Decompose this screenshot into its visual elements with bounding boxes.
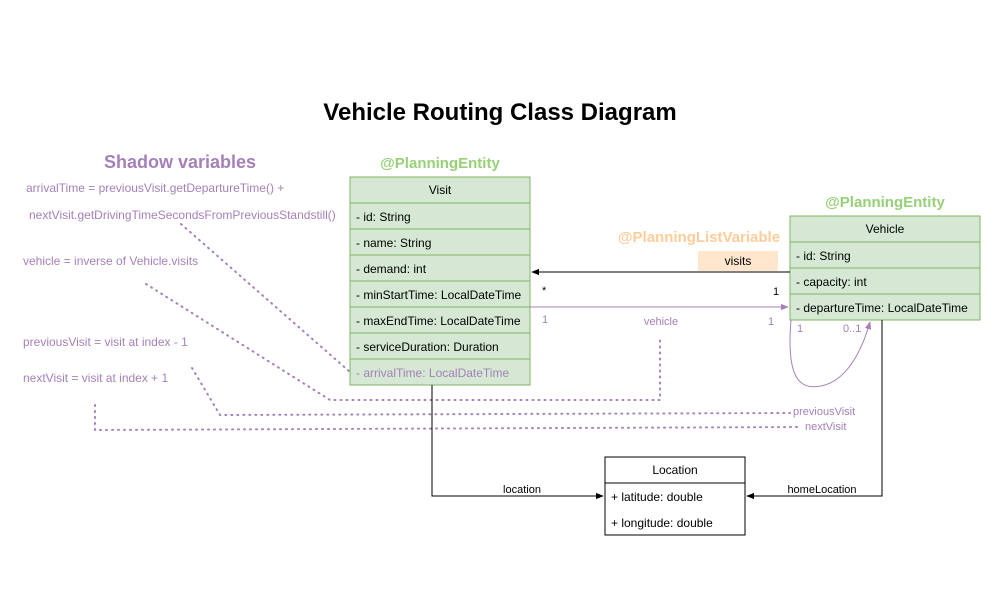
self-relation-arrow [789,319,872,388]
shadow-variables-panel: Shadow variables arrivalTime = previousV… [23,152,336,385]
visit-class: @PlanningEntity Visit - id: String - nam… [349,155,531,386]
visit-attr-id: - id: String [356,210,411,224]
diagram-title: Vehicle Routing Class Diagram [323,99,676,126]
visit-attr-name: - name: String [356,236,431,250]
vehicle-label: vehicle [644,316,678,328]
previous-visit-connector [191,367,791,417]
vehicle-class: @PlanningEntity Vehicle - id: String - c… [789,194,981,321]
home-location-label: homeLocation [787,484,856,496]
vehicle-attr-capacity: - capacity: int [796,275,867,289]
shadow-line-vehicle: vehicle = inverse of Vehicle.visits [23,254,198,268]
next-visit-connector [94,404,801,432]
shadow-line-arrival-time-2: nextVisit.getDrivingTimeSecondsFromPrevi… [29,208,336,222]
visit-stereotype: @PlanningEntity [380,155,500,172]
visit-class-name: Visit [429,183,452,197]
visits-label-box [698,251,778,271]
location-class: Location + latitude: double + longitude:… [604,456,746,536]
location-class-box [604,456,746,536]
shadow-line-previous-visit: previousVisit = visit at index - 1 [23,335,188,349]
visits-label: visits [725,254,752,268]
location-attr-latitude: + latitude: double [611,490,703,504]
home-location-arrow [746,320,883,500]
visit-attr-demand: - demand: int [356,262,427,276]
location-attr-longitude: + longitude: double [611,516,713,530]
vehicle-mult-vehicle: 1 [768,316,774,328]
visit-attr-service-duration: - serviceDuration: Duration [356,340,499,354]
planning-list-variable-label: @PlanningListVariable [618,229,780,246]
visit-attr-max-end-time: - maxEndTime: LocalDateTime [356,314,521,328]
shadow-connectors [94,223,801,432]
shadow-variables-heading: Shadow variables [104,152,256,172]
vehicle-stereotype: @PlanningEntity [825,194,945,211]
visit-attr-min-start-time: - minStartTime: LocalDateTime [356,288,521,302]
visits-mult-vehicle: 1 [773,286,779,298]
vehicle-shadow-connector [145,283,661,401]
location-relations: location homeLocation [431,320,883,500]
location-arrow [431,385,604,500]
vehicle-relation: 1 vehicle 1 [530,303,789,328]
visit-attr-arrival-time: - arrivalTime: LocalDateTime [356,366,509,380]
next-visit-label: nextVisit [805,421,846,433]
vehicle-class-name: Vehicle [866,222,905,236]
vehicle-attr-departure-time: - departureTime: LocalDateTime [796,301,968,315]
vehicle-attr-id: - id: String [796,249,851,263]
visits-mult-visit: * [542,285,547,297]
location-class-name: Location [652,463,697,477]
shadow-line-arrival-time-1: arrivalTime = previousVisit.getDeparture… [26,181,284,195]
arrival-time-connector [180,223,351,373]
shadow-line-next-visit: nextVisit = visit at index + 1 [23,371,169,385]
visits-relation: @PlanningListVariable visits * 1 [531,229,790,298]
vehicle-self-relation: 1 0..1 previousVisit nextVisit [789,319,872,433]
previous-visit-label: previousVisit [793,406,855,418]
self-mult-b: 0..1 [843,323,861,335]
vehicle-mult-visit: 1 [542,314,548,326]
self-mult-a: 1 [797,323,803,335]
location-label: location [503,484,541,496]
